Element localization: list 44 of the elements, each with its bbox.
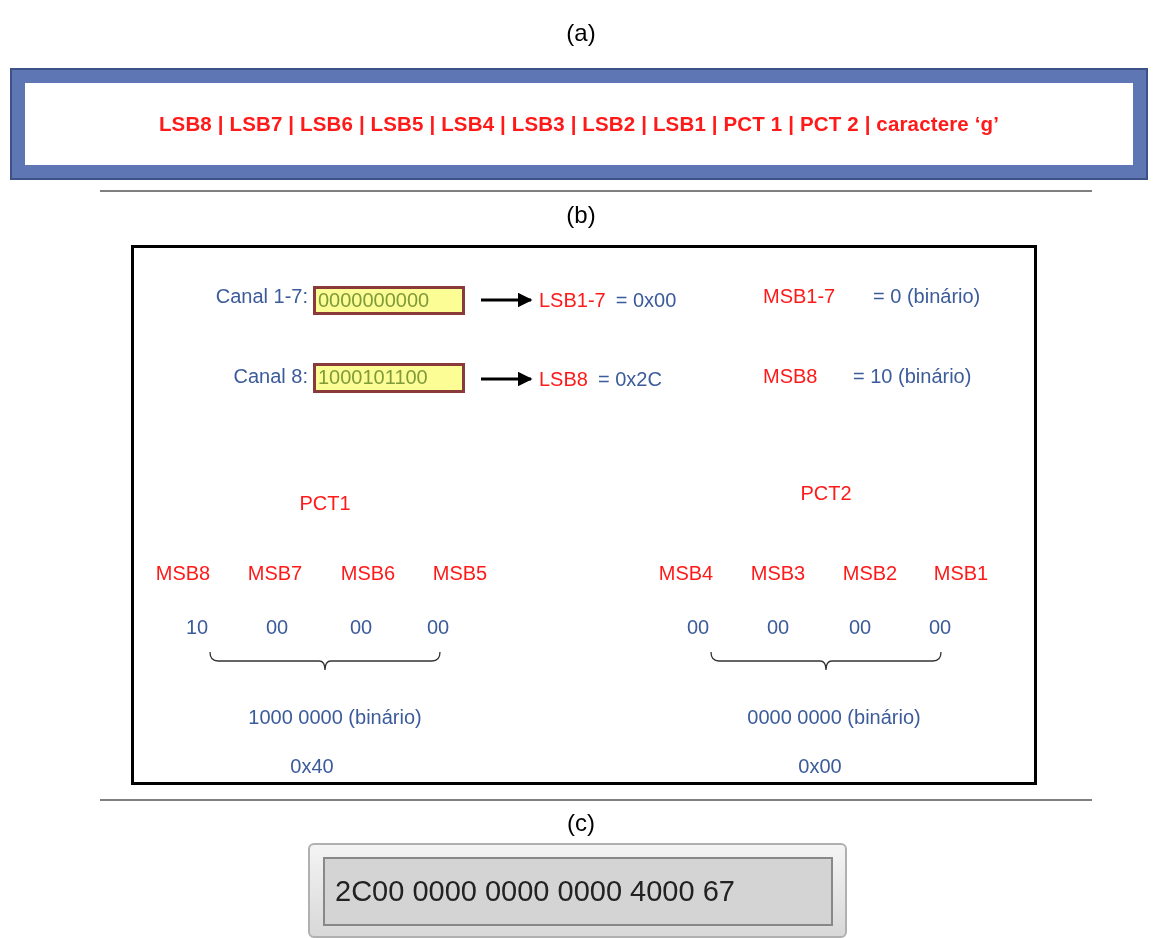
bit-pair: 10 (185, 615, 209, 639)
readout-text: 2C00 0000 0000 0000 4000 67 (323, 857, 833, 926)
bit-pair: 00 (265, 615, 289, 639)
register-name: MSB5 (432, 561, 488, 585)
register-name: MSB3 (750, 561, 806, 585)
register-name: MSB6 (340, 561, 396, 585)
binary-value: 0000 0000 (binário) (747, 705, 921, 729)
register-name: LSB1-7 (539, 288, 606, 312)
bit-pair: 00 (928, 615, 952, 639)
binary-value: 1000 0000 (binário) (248, 705, 422, 729)
panel-frame (131, 245, 1037, 785)
bit-pair: 00 (686, 615, 710, 639)
register-name: MSB1-7 (763, 284, 836, 308)
register-name: MSB1 (933, 561, 989, 585)
panel-letter: (c) (567, 811, 595, 835)
register-name: MSB7 (247, 561, 303, 585)
register-name: MSB8 (155, 561, 211, 585)
hex-value: 0x00 (798, 754, 842, 778)
arrow (481, 292, 533, 308)
binary-value: = 10 (binário) (853, 364, 972, 388)
panel-letter: (a) (566, 21, 596, 45)
bit-value-box: 0000000000 (313, 286, 465, 315)
register-name: LSB8 (539, 367, 588, 391)
bit-value-box: 1000101100 (313, 363, 465, 393)
channel-name: Canal 8: (233, 364, 308, 388)
hex-value: = 0x00 (615, 288, 677, 312)
packet-name: PCT2 (800, 481, 852, 505)
bit-pair: 00 (426, 615, 450, 639)
packet-name: PCT1 (299, 491, 351, 515)
bit-pair: 00 (349, 615, 373, 639)
hex-value: = 0x2C (597, 367, 662, 391)
register-name: MSB2 (842, 561, 898, 585)
binary-value: = 0 (binário) (873, 284, 981, 308)
channel-name: Canal 1-7: (215, 284, 308, 308)
arrow (481, 371, 533, 387)
register-name: MSB8 (763, 364, 818, 388)
bit-pair: 00 (848, 615, 872, 639)
packet-format-text: LSB8 | LSB7 | LSB6 | LSB5 | LSB4 | LSB3 | LSB2 | LSB1 | PCT 1 | PCT 2 | caractere ‘g’ (158, 112, 1000, 136)
panel-letter: (b) (566, 203, 596, 227)
register-name: MSB4 (658, 561, 714, 585)
packet-frame (10, 68, 1148, 180)
readout-field (308, 843, 847, 938)
bit-pair: 00 (766, 615, 790, 639)
hex-value: 0x40 (290, 754, 334, 778)
